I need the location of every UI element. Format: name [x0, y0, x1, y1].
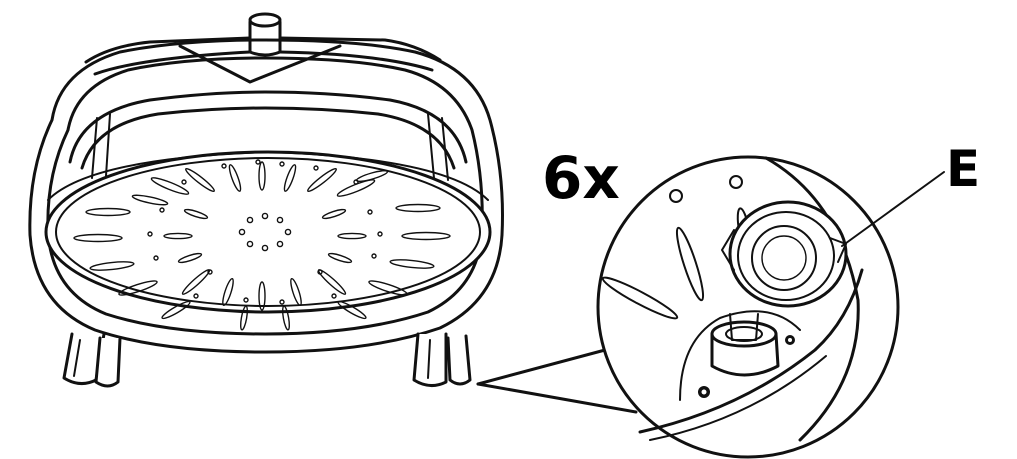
drum-assembly [28, 12, 504, 388]
side-struts [91, 113, 449, 181]
caster-socket [710, 313, 780, 377]
callout-wedge [476, 344, 638, 414]
callout-label-e: E [946, 140, 980, 198]
leader-line-e [841, 171, 945, 247]
top-post [248, 12, 282, 57]
outer-bumper-ring [28, 38, 504, 354]
perforated-disc [44, 150, 492, 314]
detail-drum-edge [638, 156, 864, 442]
cross-bars [84, 36, 442, 84]
radial-slots [73, 161, 451, 331]
detail-magnifier [596, 155, 900, 459]
center-holes [147, 159, 383, 305]
screw-holes [698, 335, 795, 398]
screw-e [721, 200, 848, 308]
quantity-label: 6x [542, 144, 620, 212]
castor-right [412, 332, 472, 387]
castor-left [62, 332, 122, 388]
